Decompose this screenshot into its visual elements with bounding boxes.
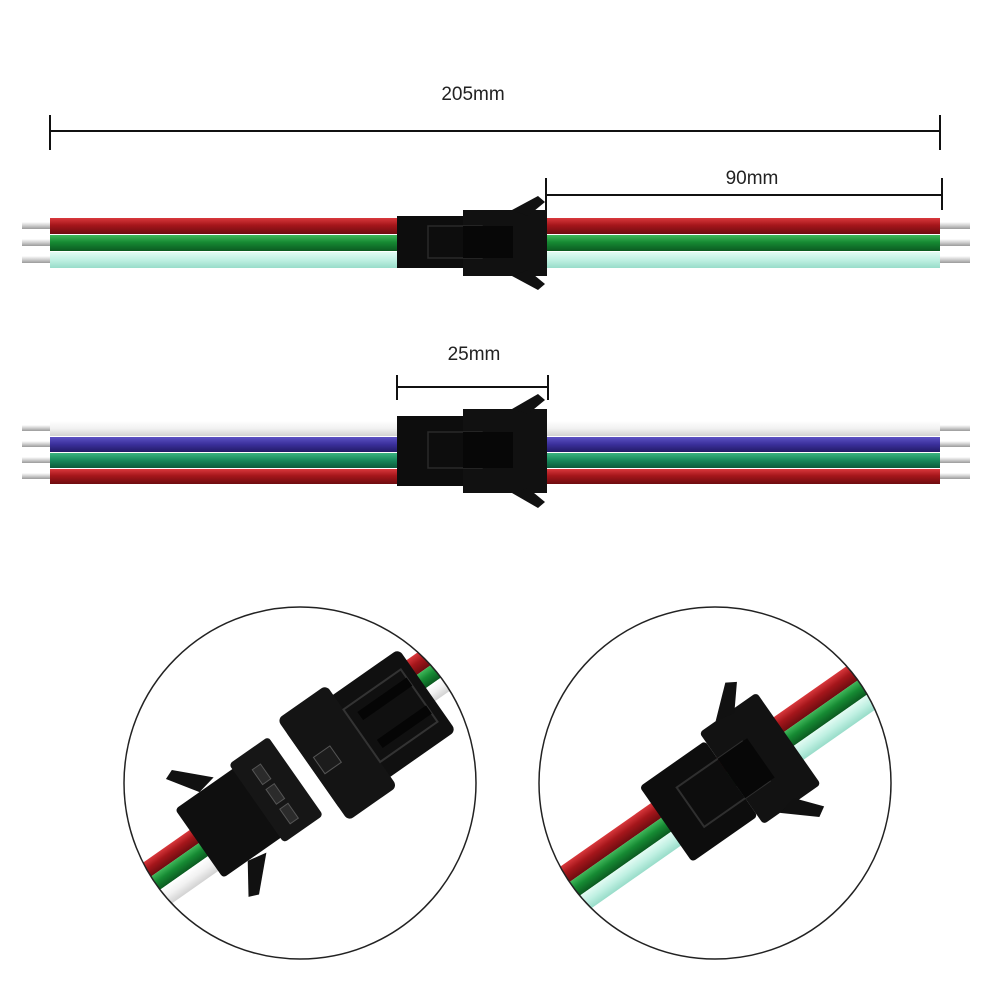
wire-pin-tips-right	[940, 222, 970, 263]
connector-icon	[397, 196, 547, 290]
connector-icon	[397, 394, 547, 508]
wire-pin-tips-right	[940, 425, 970, 479]
circle-zoom-icon-connected	[538, 606, 892, 960]
wire-pin-tips-left	[22, 222, 52, 263]
cable-4pin	[22, 394, 970, 508]
total-length-label: 205mm	[441, 84, 505, 105]
cable-length-dimension-icon	[545, 178, 943, 210]
wire-pin-tips-left	[22, 425, 52, 479]
connector-length-label: 25mm	[447, 344, 501, 365]
cable-3pin	[22, 196, 970, 290]
cable-length-label: 90mm	[725, 168, 779, 189]
connector-length-dimension-icon	[396, 375, 549, 400]
circle-zoom-icon-disconnected	[123, 606, 477, 960]
total-length-dimension-icon	[49, 115, 941, 150]
